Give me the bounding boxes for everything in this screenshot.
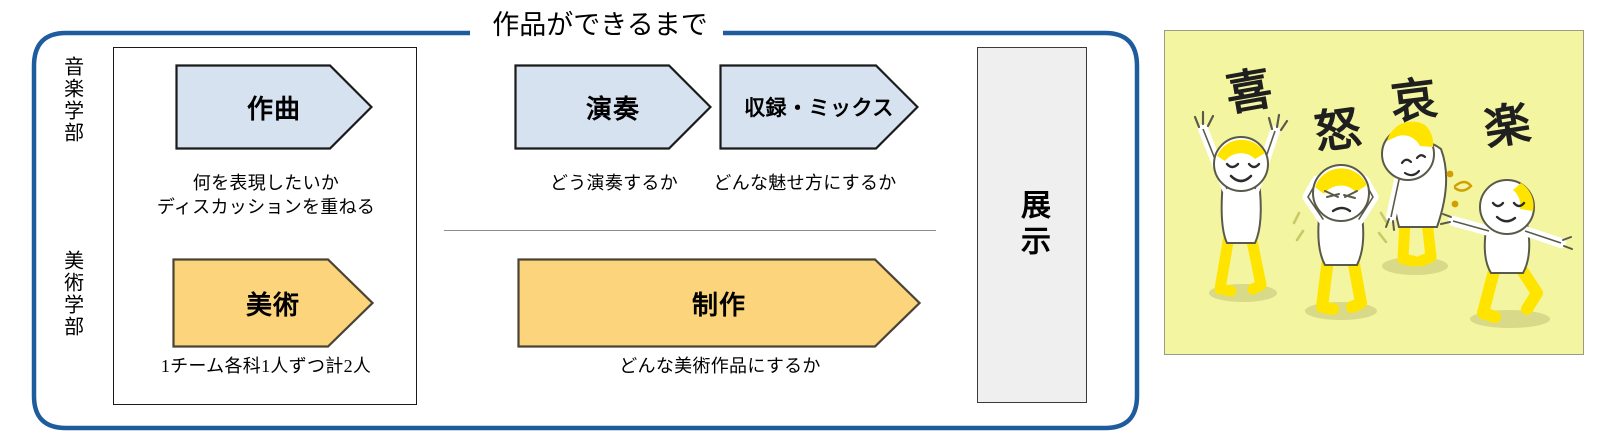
exhibition-box[interactable]: 展示 (977, 47, 1087, 403)
figure-pleasure (1440, 170, 1573, 328)
faculty-label-music: 音楽学部 (60, 56, 83, 144)
process-diagram: 作品ができるまで 音楽学部 美術学部 作曲 演奏 収録・ミックス 美術 (31, 12, 1140, 431)
figure-joy (1193, 110, 1289, 302)
illustration-kanji: 喜 怒 哀 楽 (1222, 61, 1535, 160)
step-arrow-compose[interactable]: 作曲 (175, 64, 373, 150)
kanji-pleasure: 楽 (1480, 95, 1534, 156)
caption-produce: どんな美術作品にするか (619, 356, 821, 376)
step-arrow-produce[interactable]: 制作 (517, 258, 921, 348)
faculty-label-art: 美術学部 (60, 250, 83, 338)
step-arrow-art[interactable]: 美術 (172, 258, 374, 348)
figure-anger (1292, 164, 1389, 320)
caption-art: 1チーム各科1人ずつ計2人 (160, 356, 372, 376)
step-arrow-perform[interactable]: 演奏 (514, 64, 712, 150)
joy-anger-sorrow-pleasure-illustration: 喜 怒 哀 楽 (1164, 30, 1584, 355)
row-divider (444, 230, 936, 231)
caption-record-mix: どんな魅せ方にするか (713, 173, 897, 193)
kanji-joy: 喜 (1222, 61, 1277, 122)
page-title: 作品ができるまで (480, 12, 720, 39)
exhibition-label: 展示 (1016, 189, 1049, 261)
caption-perform: どう演奏するか (549, 173, 679, 193)
step-arrow-record-mix[interactable]: 収録・ミックス (719, 64, 919, 150)
caption-compose: 何を表現したいか ディスカッションを重ねる (156, 173, 376, 217)
kanji-anger: 怒 (1311, 100, 1364, 160)
figure-sorrow (1381, 121, 1448, 275)
diagram-frame (31, 30, 1140, 431)
kanji-sorrow: 哀 (1388, 71, 1440, 130)
